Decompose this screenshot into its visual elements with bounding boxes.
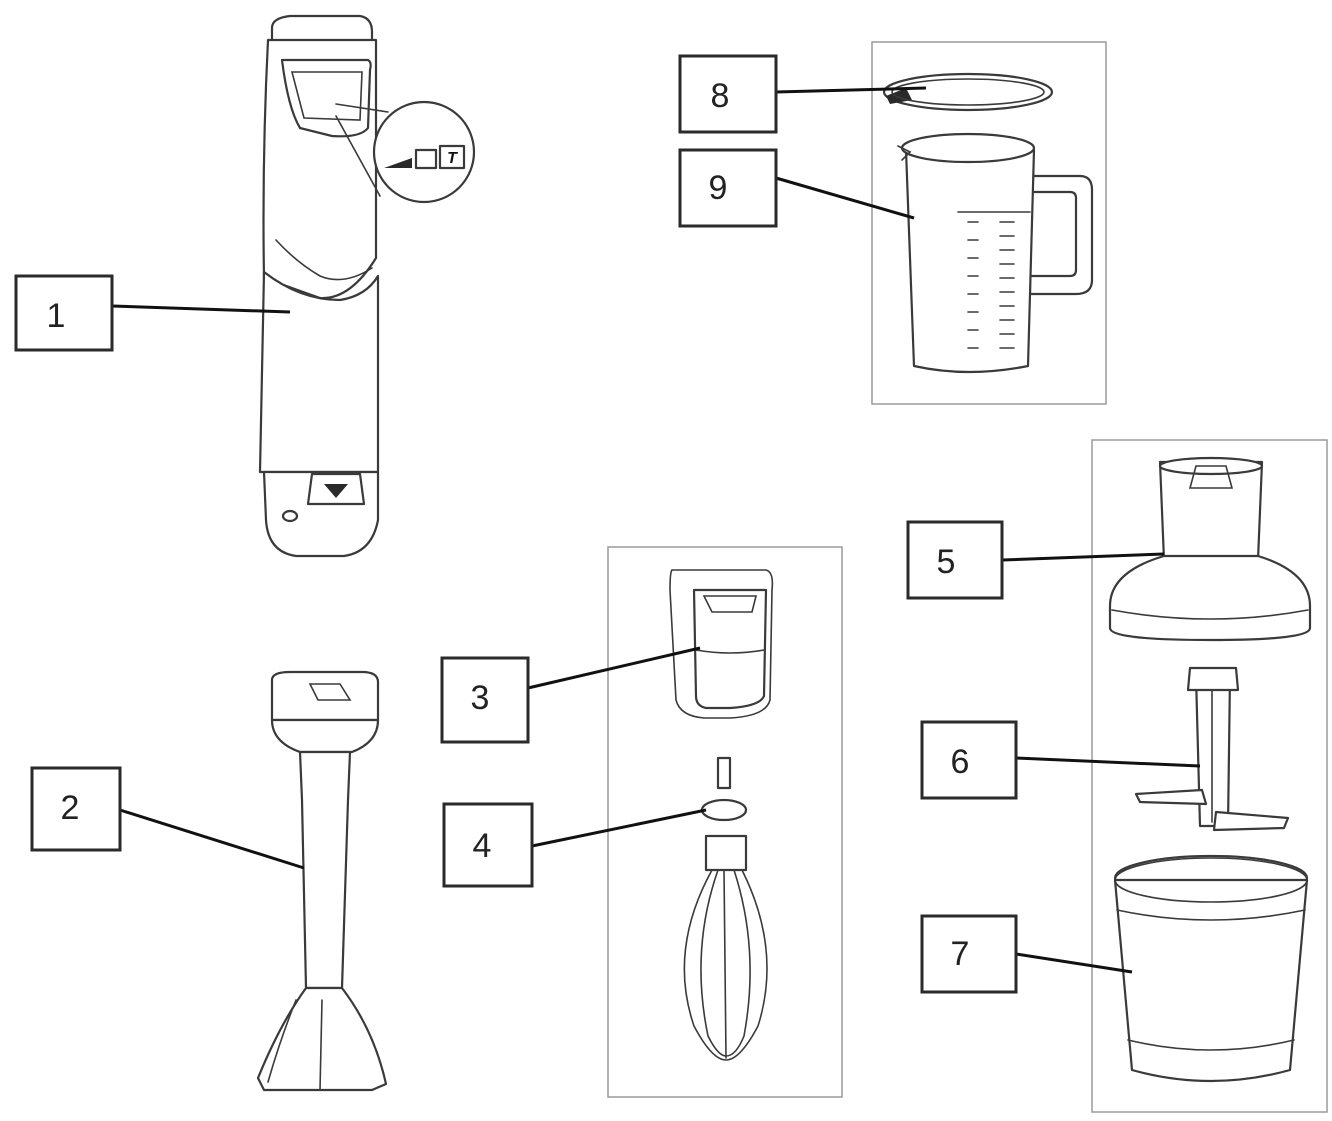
callout-3: 3 — [440, 656, 530, 744]
callout-label-9: 9 — [709, 169, 728, 207]
leader-line-5 — [1001, 552, 1165, 562]
chopper-bowl — [1113, 854, 1309, 1083]
callout-1: 1 — [14, 274, 114, 352]
beaker-panel — [871, 41, 1107, 405]
callout-label-8: 8 — [711, 77, 730, 115]
leader-line-9 — [775, 176, 915, 220]
graduation-marks — [957, 211, 1031, 349]
callout-label-5: 5 — [937, 543, 956, 581]
whisk-adapter — [669, 569, 774, 719]
chopper-blade — [1134, 666, 1290, 832]
chopper-panel — [1091, 439, 1328, 1113]
callout-label-6: 6 — [951, 743, 970, 781]
callout-4: 4 — [442, 802, 534, 888]
chopper-lid — [1108, 456, 1312, 642]
leader-line-7 — [1015, 952, 1133, 974]
callout-5: 5 — [906, 520, 1004, 600]
leader-line-1 — [111, 304, 291, 314]
callout-label-3: 3 — [471, 679, 490, 717]
leader-line-8 — [775, 86, 927, 94]
leader-line-6 — [1015, 756, 1201, 768]
callout-2: 2 — [30, 766, 122, 852]
beaker-lid — [882, 72, 1054, 112]
callout-8: 8 — [678, 54, 778, 134]
callout-label-4: 4 — [473, 827, 492, 865]
leader-line-2 — [119, 808, 305, 870]
blending-shaft — [256, 670, 388, 1092]
leader-line-3 — [527, 646, 701, 690]
leader-line-4 — [531, 808, 707, 848]
callout-label-2: 2 — [61, 789, 80, 827]
turbo-label: T — [447, 150, 458, 167]
measuring-beaker — [897, 132, 1094, 374]
callout-label-7: 7 — [951, 935, 970, 973]
callout-9: 9 — [678, 148, 778, 228]
callout-label-1: 1 — [47, 297, 66, 335]
callout-7: 7 — [920, 914, 1018, 994]
whisk — [683, 756, 768, 1061]
motor-body: T — [258, 14, 476, 558]
callout-6: 6 — [920, 720, 1018, 800]
whisk-panel — [607, 546, 843, 1098]
